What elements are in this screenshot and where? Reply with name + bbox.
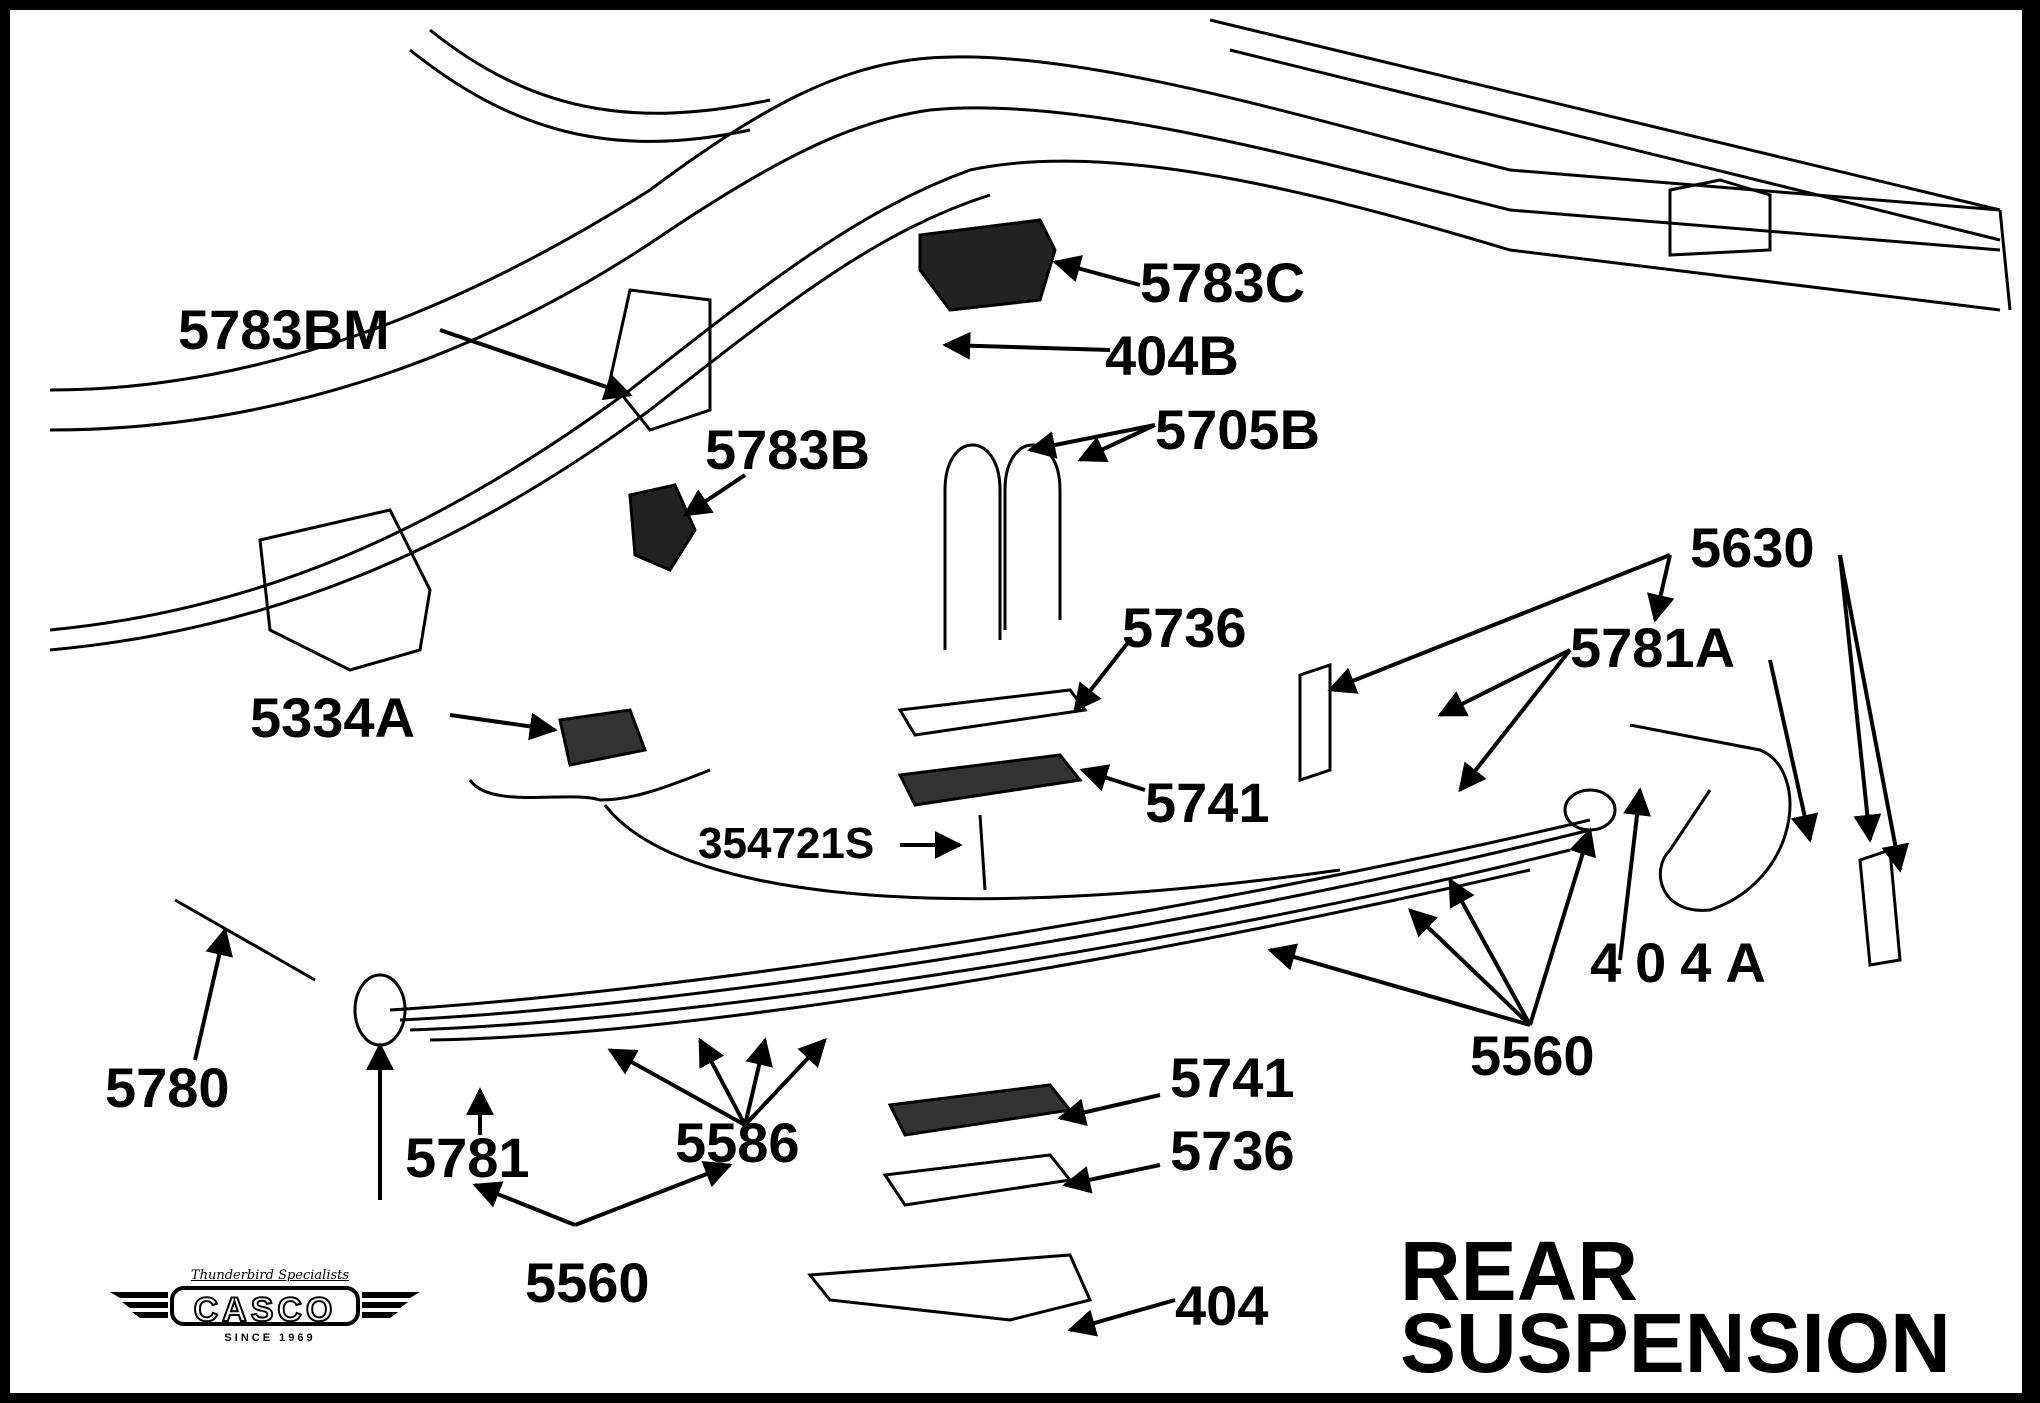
part-label-5736-top: 5736 (1122, 596, 1247, 659)
part-label-5783bm: 5783BM (178, 298, 390, 361)
diagram-canvas: 5783BM 5783C 404B 5705B 5783B 5630 5736 … (10, 10, 2022, 1393)
logo-brand: CASCO (170, 1286, 360, 1330)
hanger-404a (1629, 723, 1792, 912)
part-label-5560-right: 5560 (1470, 1024, 1595, 1087)
leader-arrows (193, 255, 1910, 1337)
plate-5736-bottom (882, 1153, 1073, 1207)
part-label-404a: 404A (1590, 931, 1780, 994)
diagram-title: REAR SUSPENSION (1400, 1224, 1951, 1390)
part-label-5586: 5586 (675, 1111, 800, 1174)
logo-wing-right-icon (362, 1292, 420, 1318)
part-label-5780: 5780 (105, 1056, 230, 1119)
bracket-curve (468, 768, 711, 802)
logo-tagline: Thunderbird Specialists (190, 1268, 350, 1283)
leader-curve (603, 804, 1341, 901)
frame-rails (49, 18, 2012, 652)
pad-5334a (558, 708, 648, 767)
bolt-354721s (978, 814, 987, 891)
plate-5741-bottom (887, 1083, 1073, 1137)
part-label-5741-top: 5741 (1145, 771, 1270, 834)
u-bolts-5705b (943, 443, 1062, 650)
part-label-5334a: 5334A (250, 686, 416, 749)
title-line-2: SUSPENSION (1400, 1296, 1951, 1390)
line-art (49, 18, 2012, 1337)
bump-5783b (628, 483, 697, 572)
logo-since: SINCE 1969 (224, 1332, 316, 1344)
logo-wing-left-icon (110, 1292, 168, 1318)
shackle-5630-right (1858, 847, 1902, 967)
part-label-404b: 404B (1105, 324, 1239, 387)
plate-5741-top (897, 753, 1083, 807)
part-label-5783b: 5783B (705, 418, 871, 481)
title-line-1: REAR (1400, 1224, 1639, 1318)
part-label-5630: 5630 (1690, 516, 1815, 579)
leaf-spring (353, 788, 1617, 1047)
frame-bracket (258, 508, 432, 672)
part-label-354721s: 354721S (698, 819, 875, 868)
part-label-404: 404 (1175, 1274, 1269, 1337)
plate-5736-top (897, 688, 1088, 737)
bracket-5783bm (608, 288, 712, 432)
bolt-5780 (174, 898, 316, 982)
plate-404-mount (807, 1253, 1093, 1322)
part-label-5741-bottom: 5741 (1170, 1046, 1295, 1109)
part-label-5781a: 5781A (1570, 616, 1736, 679)
shackle-5630-left (1298, 662, 1332, 783)
part-label-5705b: 5705B (1155, 398, 1321, 461)
bump-stop-5783c (918, 218, 1057, 312)
part-label-5736-bottom: 5736 (1170, 1119, 1295, 1182)
part-label-5560-bottom: 5560 (525, 1251, 650, 1314)
part-label-5781: 5781 (405, 1126, 530, 1189)
part-label-5783c: 5783C (1140, 251, 1306, 314)
casco-logo: Thunderbird Specialists CASCO SINCE 1969 (110, 1268, 430, 1358)
